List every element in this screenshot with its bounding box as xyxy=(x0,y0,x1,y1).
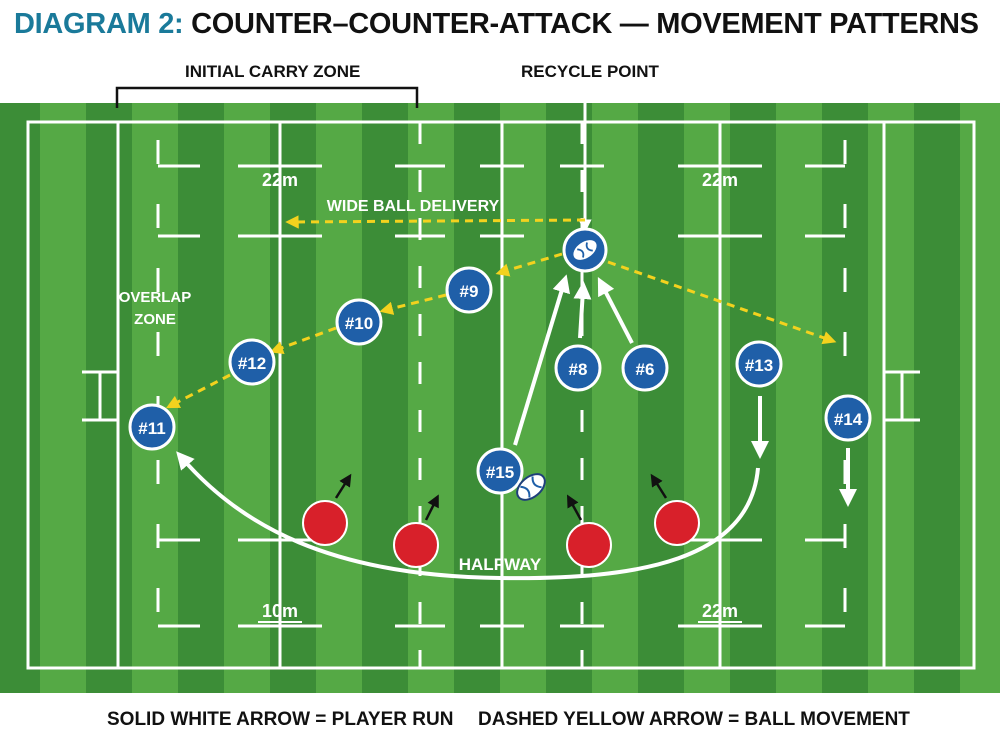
diagram-title: COUNTER–COUNTER-ATTACK — MOVEMENT PATTER… xyxy=(191,8,979,40)
recycle-point-ball-marker xyxy=(562,227,608,273)
run-15-arrow xyxy=(513,274,571,446)
hash-22m-left xyxy=(238,164,322,628)
hash-5m-left xyxy=(158,164,200,628)
player-8-label: #8 xyxy=(569,360,588,379)
pass-to-12-arrow xyxy=(269,326,337,355)
player-9: #9 xyxy=(445,266,493,314)
goalposts-left xyxy=(82,370,118,422)
defender-3-arrow xyxy=(566,494,583,521)
hash-5m-right xyxy=(805,164,845,628)
rugby-ball-icon xyxy=(573,240,597,260)
attackers: #9 #10 #12 #11 #8 #6 #13 #14 xyxy=(128,266,872,495)
diagram-number: DIAGRAM 2: xyxy=(14,8,184,40)
mark-22m-top-left: 22m xyxy=(262,170,298,190)
mark-22m-top-right: 22m xyxy=(702,170,738,190)
pass-to-9-arrow xyxy=(495,252,563,277)
player-6-label: #6 xyxy=(636,360,655,379)
grass-stripes xyxy=(40,103,1000,693)
run-8-arrow xyxy=(573,281,592,339)
rugby-ball-icon xyxy=(516,473,546,501)
mark-22m-bottom-right: 22m xyxy=(702,601,738,621)
player-9-label: #9 xyxy=(460,282,479,301)
player-12-label: #12 xyxy=(238,354,266,373)
defender-1 xyxy=(302,500,348,546)
hash-22m-right xyxy=(678,164,762,628)
player-13: #13 xyxy=(735,340,783,388)
pass-to-11-arrow xyxy=(166,373,231,409)
player-15: #15 xyxy=(476,447,524,495)
halfway-label: HALFWAY xyxy=(459,555,542,574)
player-14: #14 xyxy=(824,394,872,442)
legend-ball-movement: DASHED YELLOW ARROW = BALL MOVEMENT xyxy=(478,709,910,730)
recycle-point-label: RECYCLE POINT xyxy=(521,62,659,81)
overlap-zone-label-line1: OVERLAP xyxy=(119,289,192,306)
player-6: #6 xyxy=(621,344,669,392)
player-run-arrows xyxy=(176,274,857,581)
run-6-arrow xyxy=(597,277,634,344)
hash-halfway xyxy=(480,164,524,628)
initial-carry-zone-bracket xyxy=(115,86,419,108)
player-12: #12 xyxy=(228,338,276,386)
overlap-zone-label-line2: ZONE xyxy=(134,311,176,328)
initial-carry-zone-label: INITIAL CARRY ZONE xyxy=(185,62,361,81)
player-11-label: #11 xyxy=(138,419,165,438)
player-10-label: #10 xyxy=(345,314,373,333)
goalposts-right xyxy=(884,370,920,422)
hash-10m-right xyxy=(560,164,604,628)
defender-2-arrow xyxy=(424,494,439,521)
player-13-label: #13 xyxy=(745,356,773,375)
pitch-markings xyxy=(26,120,976,670)
pass-to-10-arrow xyxy=(379,293,447,315)
defenders xyxy=(302,500,700,568)
mark-10m-bottom: 10m xyxy=(262,601,298,621)
loop-run-13-to-11-arrow xyxy=(176,451,760,581)
legend-player-run: SOLID WHITE ARROW = PLAYER RUN xyxy=(107,709,454,730)
defender-4 xyxy=(654,500,700,546)
pass-to-13-arrow xyxy=(607,260,837,345)
page-title: DIAGRAM 2: COUNTER–COUNTER-ATTACK — MOVE… xyxy=(14,8,979,41)
defender-1-arrow xyxy=(334,473,352,499)
player-8: #8 xyxy=(554,344,602,392)
defender-pressure-arrows xyxy=(334,473,668,521)
ball-movement-arrows xyxy=(166,215,837,409)
player-11: #11 xyxy=(128,403,176,451)
player-14-label: #14 xyxy=(834,410,863,429)
defender-3 xyxy=(566,522,612,568)
defender-2 xyxy=(393,522,439,568)
hash-10m-left xyxy=(395,164,445,628)
player-10: #10 xyxy=(335,298,383,346)
wide-ball-delivery-arrow xyxy=(285,215,586,229)
wide-ball-delivery-label: WIDE BALL DELIVERY xyxy=(327,198,500,215)
defender-4-arrow xyxy=(650,473,668,499)
player-15-label: #15 xyxy=(486,463,514,482)
